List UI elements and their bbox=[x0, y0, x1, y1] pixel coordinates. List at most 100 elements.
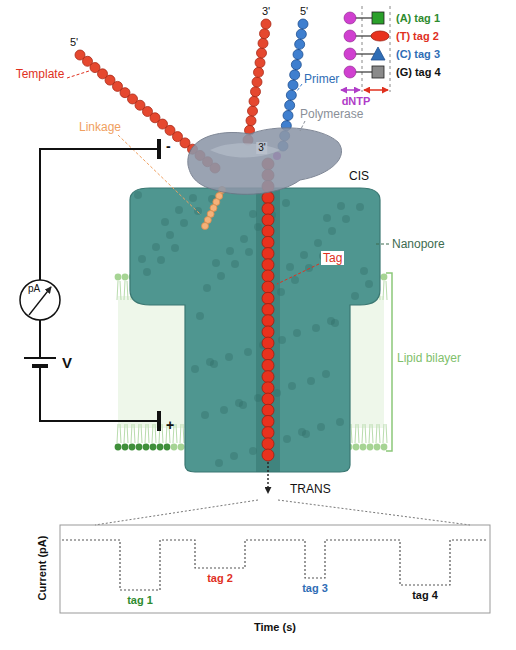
circuit bbox=[20, 139, 161, 431]
lipid-tail bbox=[162, 424, 163, 443]
nanopore-body bbox=[130, 188, 380, 472]
strand-name: Template bbox=[16, 68, 65, 80]
nanopore-texture bbox=[322, 370, 330, 378]
battery-plate bbox=[24, 357, 56, 359]
part-name: Linkage bbox=[79, 121, 121, 133]
tag-symbol bbox=[372, 12, 384, 24]
part-name: Polymerase bbox=[300, 108, 363, 120]
nanopore-texture bbox=[217, 272, 225, 280]
nanopore-texture bbox=[356, 203, 364, 211]
lipid-head bbox=[150, 444, 157, 451]
tag-chain-bead bbox=[262, 415, 274, 427]
template-bead bbox=[258, 38, 268, 48]
lipid-tail bbox=[176, 424, 177, 443]
tag-chain-bead bbox=[262, 393, 274, 405]
nanopore-texture bbox=[226, 247, 234, 255]
nanopore-texture bbox=[323, 214, 331, 222]
nanopore-texture bbox=[317, 423, 325, 431]
lipid-head bbox=[178, 444, 185, 451]
level-label: tag 1 bbox=[127, 595, 153, 606]
primer-bead bbox=[285, 100, 295, 110]
polymerase-body bbox=[188, 128, 342, 194]
lipid-head bbox=[360, 444, 367, 451]
nanopore-texture bbox=[157, 256, 165, 264]
tag-symbol bbox=[372, 66, 384, 78]
nanopore-texture bbox=[314, 239, 322, 247]
nanopore-texture bbox=[307, 377, 315, 385]
tag-chain-bead bbox=[262, 203, 274, 215]
lipid-tail bbox=[383, 424, 384, 443]
lipid-tail bbox=[369, 424, 370, 443]
legend-text: (G) tag 4 bbox=[396, 67, 441, 78]
lipid-tail bbox=[355, 424, 356, 443]
legend-divider bbox=[362, 6, 363, 92]
nanopore-texture bbox=[293, 329, 301, 337]
nanopore-texture bbox=[220, 406, 228, 414]
template-bead bbox=[261, 19, 271, 29]
tag-chain-bead bbox=[262, 326, 274, 338]
nanopore-texture bbox=[201, 411, 209, 419]
leaders bbox=[67, 71, 392, 451]
voltage-symbol: V bbox=[62, 355, 72, 370]
nanopore-texture bbox=[288, 382, 296, 390]
strand-end: 3' bbox=[256, 142, 267, 154]
current-trace bbox=[60, 500, 490, 613]
strand-end: 3' bbox=[262, 6, 270, 17]
primer-bead bbox=[286, 90, 296, 100]
nanopore-channel bbox=[256, 190, 280, 472]
lipid-tail bbox=[386, 424, 387, 443]
side-label: CIS bbox=[349, 170, 369, 182]
lipid-tail bbox=[124, 424, 125, 443]
template-bead bbox=[260, 29, 270, 39]
lipid-tail bbox=[180, 424, 181, 443]
axis-title: Time (s) bbox=[254, 622, 296, 633]
template-bead bbox=[252, 77, 262, 87]
template-bead bbox=[251, 87, 261, 97]
level-label: tag 2 bbox=[207, 573, 233, 584]
legend-row: (C) tag 3 bbox=[338, 45, 440, 63]
lipid-head bbox=[143, 444, 150, 451]
tag-chain-bead bbox=[262, 292, 274, 304]
primer-leader bbox=[297, 84, 302, 91]
nanopore-texture bbox=[171, 244, 179, 252]
tag-chain-bead bbox=[262, 404, 274, 416]
nanopore-texture bbox=[215, 459, 223, 467]
wire bbox=[39, 320, 41, 358]
wire bbox=[40, 366, 158, 421]
primer-bead bbox=[293, 50, 303, 60]
nanopore-texture bbox=[245, 248, 253, 256]
tag-chain-bead bbox=[262, 259, 274, 271]
template-bead bbox=[249, 96, 259, 106]
dntp-symbol bbox=[344, 66, 356, 78]
nanopore-texture bbox=[291, 276, 299, 284]
lipid-tail bbox=[372, 424, 373, 443]
tag-symbol bbox=[371, 47, 385, 60]
nanopore-texture bbox=[249, 447, 257, 455]
lipid-tail bbox=[383, 281, 384, 300]
lipid-tail bbox=[117, 424, 118, 443]
legend-symbol bbox=[338, 45, 396, 63]
nanopore-texture bbox=[161, 218, 169, 226]
polymerase-highlight bbox=[210, 143, 280, 157]
nanopore-texture bbox=[365, 280, 373, 288]
nanopore-texture bbox=[210, 360, 218, 368]
battery-plate bbox=[32, 364, 48, 368]
legend-guides bbox=[341, 6, 390, 92]
tag-chain-bead bbox=[262, 315, 274, 327]
tag-chain-bead bbox=[262, 225, 274, 237]
nanopore bbox=[130, 188, 380, 472]
plot-frame bbox=[60, 525, 490, 613]
electrode-plate bbox=[157, 139, 161, 159]
nanopore-texture bbox=[351, 292, 359, 300]
polymerase bbox=[188, 128, 342, 194]
template-leader bbox=[67, 71, 89, 78]
level-label: tag 4 bbox=[412, 590, 438, 601]
lipid-tail bbox=[362, 424, 363, 443]
nanopore-texture bbox=[225, 353, 233, 361]
nanopore-texture bbox=[360, 267, 368, 275]
template-bead bbox=[248, 106, 258, 116]
lipid-tail bbox=[351, 424, 352, 443]
span-label: dNTP bbox=[342, 96, 371, 107]
legend-text: (T) tag 2 bbox=[396, 31, 439, 42]
primer-bead bbox=[283, 111, 293, 121]
